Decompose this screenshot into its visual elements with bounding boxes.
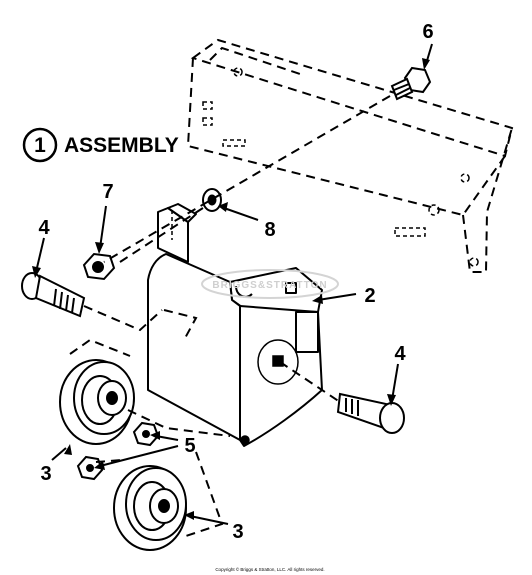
washer — [202, 188, 222, 212]
left-bolt — [21, 272, 86, 318]
callout-4-left: 4 — [38, 217, 50, 239]
frame-rail — [186, 38, 514, 273]
assembly-number: 1 — [34, 134, 46, 157]
watermark-text: BRIGGS&STRATTON — [212, 280, 327, 291]
callout-3-right: 3 — [232, 521, 243, 543]
bracket-details — [171, 210, 299, 445]
assembly-number-circle — [22, 127, 58, 163]
watermark: BRIGGS&STRATTON — [201, 269, 339, 299]
callout-7: 7 — [102, 181, 113, 203]
callouts: 6 7 8 4 2 4 5 3 3 — [38, 21, 433, 543]
pulley-nut-lower — [76, 455, 104, 481]
callout-5: 5 — [184, 435, 195, 457]
frame-holes — [202, 67, 479, 267]
bracket — [147, 203, 323, 447]
callout-4-right: 4 — [394, 343, 406, 365]
assembly-lines — [69, 95, 391, 537]
lock-nut — [82, 252, 116, 281]
pulley-lower — [113, 465, 187, 551]
top-bolt — [390, 66, 432, 101]
callout-8: 8 — [264, 219, 275, 241]
right-bolt — [336, 392, 405, 434]
callout-6: 6 — [422, 21, 433, 43]
leader-lines — [35, 43, 433, 525]
assembly-label: ASSEMBLY — [64, 134, 179, 157]
pulley-upper — [59, 359, 135, 445]
callout-3-left: 3 — [40, 463, 51, 485]
assembly-title: 1 ASSEMBLY — [22, 127, 179, 163]
callout-2: 2 — [364, 285, 375, 307]
leader-arrowheads — [32, 58, 430, 520]
copyright: Copyright © Briggs & Stratton, LLC. All … — [215, 566, 324, 572]
